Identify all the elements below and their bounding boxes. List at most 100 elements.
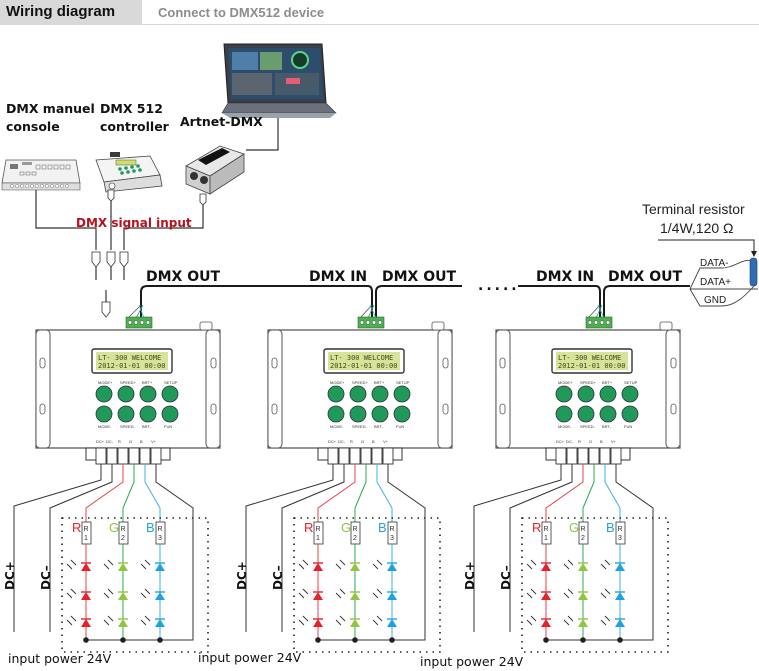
button-brt-minus — [139, 405, 157, 423]
light-emission-icon — [372, 588, 383, 599]
junction-dot — [543, 637, 549, 643]
terminal-label: G — [361, 439, 364, 444]
mounting-flange-right — [665, 329, 681, 449]
resistor-label: 1 — [316, 535, 320, 542]
power-jack — [659, 321, 673, 331]
wire-r — [545, 464, 584, 522]
lcd-line-1: LT- 300 WELCOME — [330, 354, 393, 362]
button-mode-plus — [555, 385, 573, 403]
light-emission-icon — [372, 615, 383, 626]
power-jack — [431, 321, 445, 331]
led-icon — [578, 592, 588, 600]
terminal-label: V+ — [151, 439, 157, 444]
button-mode-minus — [327, 405, 345, 423]
terminal-slot — [599, 447, 611, 465]
wire-dc-plus — [245, 464, 334, 632]
tab-connect-dmx512[interactable]: Connect to DMX512 device — [158, 5, 325, 20]
button-setup — [621, 385, 639, 403]
button-speed-plus — [349, 385, 367, 403]
wire-g — [122, 464, 135, 522]
lcd-line-1: LT- 300 WELCOME — [558, 354, 621, 362]
terminal-resistor-spec: 1/4W,120 Ω — [660, 220, 734, 236]
button-label: MODE+ — [98, 380, 113, 385]
channel-label-b: B — [378, 520, 387, 535]
terminal-label: R — [118, 439, 121, 444]
mount-hole — [499, 357, 506, 369]
button-label: SPEED+ — [120, 380, 137, 385]
button-label: BRT- — [602, 424, 612, 429]
junction-dot — [157, 637, 163, 643]
light-emission-icon — [563, 615, 574, 626]
label-dc-plus: DC+ — [463, 561, 477, 590]
button-mode-minus — [555, 405, 573, 423]
mounting-flange-right — [437, 329, 453, 449]
led-icon — [541, 563, 551, 571]
wire-r — [317, 464, 356, 522]
lcd-screen — [328, 352, 400, 370]
button-brt-plus — [599, 385, 617, 403]
led-icon — [578, 619, 588, 627]
terminal-screw — [587, 320, 592, 325]
led-icon — [350, 619, 360, 627]
dmx-bus — [140, 285, 690, 318]
channel-label-r: R — [72, 520, 81, 535]
light-emission-icon — [66, 559, 77, 570]
button-mode-plus — [327, 385, 345, 403]
terminal-screw — [133, 320, 138, 325]
resistor-label: 2 — [581, 535, 585, 542]
led-icon — [118, 592, 128, 600]
terminal-label: R — [578, 439, 581, 444]
dmx512-controller-icon — [95, 152, 163, 193]
label-console-line2: console — [6, 119, 60, 134]
light-emission-icon — [563, 588, 574, 599]
mount-hole — [442, 357, 449, 369]
button-setup — [393, 385, 411, 403]
button-label: FUN — [624, 424, 632, 429]
resistor-label: 3 — [158, 535, 162, 542]
led-icon — [118, 619, 128, 627]
resistor-arrow — [658, 239, 757, 257]
source-cables — [35, 190, 204, 250]
channel-label-b: B — [146, 520, 155, 535]
tab-wiring-diagram[interactable]: Wiring diagram — [0, 0, 142, 25]
wire-v-plus — [318, 464, 426, 641]
resistor-label: R — [581, 526, 586, 533]
lcd-line-1: LT- 300 WELCOME — [98, 354, 161, 362]
led-icon — [155, 563, 165, 571]
label-controller-line2: controller — [100, 119, 170, 134]
wire-dc-plus — [473, 464, 562, 632]
button-fun — [621, 405, 639, 423]
led-icon — [81, 619, 91, 627]
wire-dc-plus — [13, 464, 102, 632]
button-label: BRT- — [142, 424, 152, 429]
light-emission-icon — [335, 588, 346, 599]
led-icon — [387, 592, 397, 600]
label-dc-minus: DC– — [271, 565, 285, 590]
label-dc-minus: DC– — [499, 565, 513, 590]
light-emission-icon — [600, 559, 611, 570]
button-setup — [161, 385, 179, 403]
power-jack — [199, 321, 213, 331]
wire-b — [144, 464, 161, 522]
light-emission-icon — [526, 559, 537, 570]
wire-data-plus: DATA+ — [700, 277, 731, 288]
dmx-terminal-block — [585, 316, 613, 329]
label-input-power-2: input power 24V — [198, 650, 302, 665]
terminal-slot — [150, 447, 162, 465]
lcd-line-2: 2012-01-01 00:00 — [558, 362, 625, 370]
lcd-screen — [96, 352, 168, 370]
junction-dot — [617, 637, 623, 643]
wire-b — [604, 464, 621, 522]
button-label: BRT+ — [142, 380, 153, 385]
terminal-slot — [128, 447, 140, 465]
light-emission-icon — [298, 615, 309, 626]
button-label: MODE- — [330, 424, 344, 429]
wire-g — [582, 464, 595, 522]
channel-label-g: G — [109, 520, 119, 535]
label-dc-plus: DC+ — [3, 561, 17, 590]
terminal-slot — [610, 447, 622, 465]
label-dmx-out-1: DMX OUT — [146, 269, 220, 285]
mount-hole — [210, 403, 217, 415]
mounting-flange-right — [205, 329, 221, 449]
